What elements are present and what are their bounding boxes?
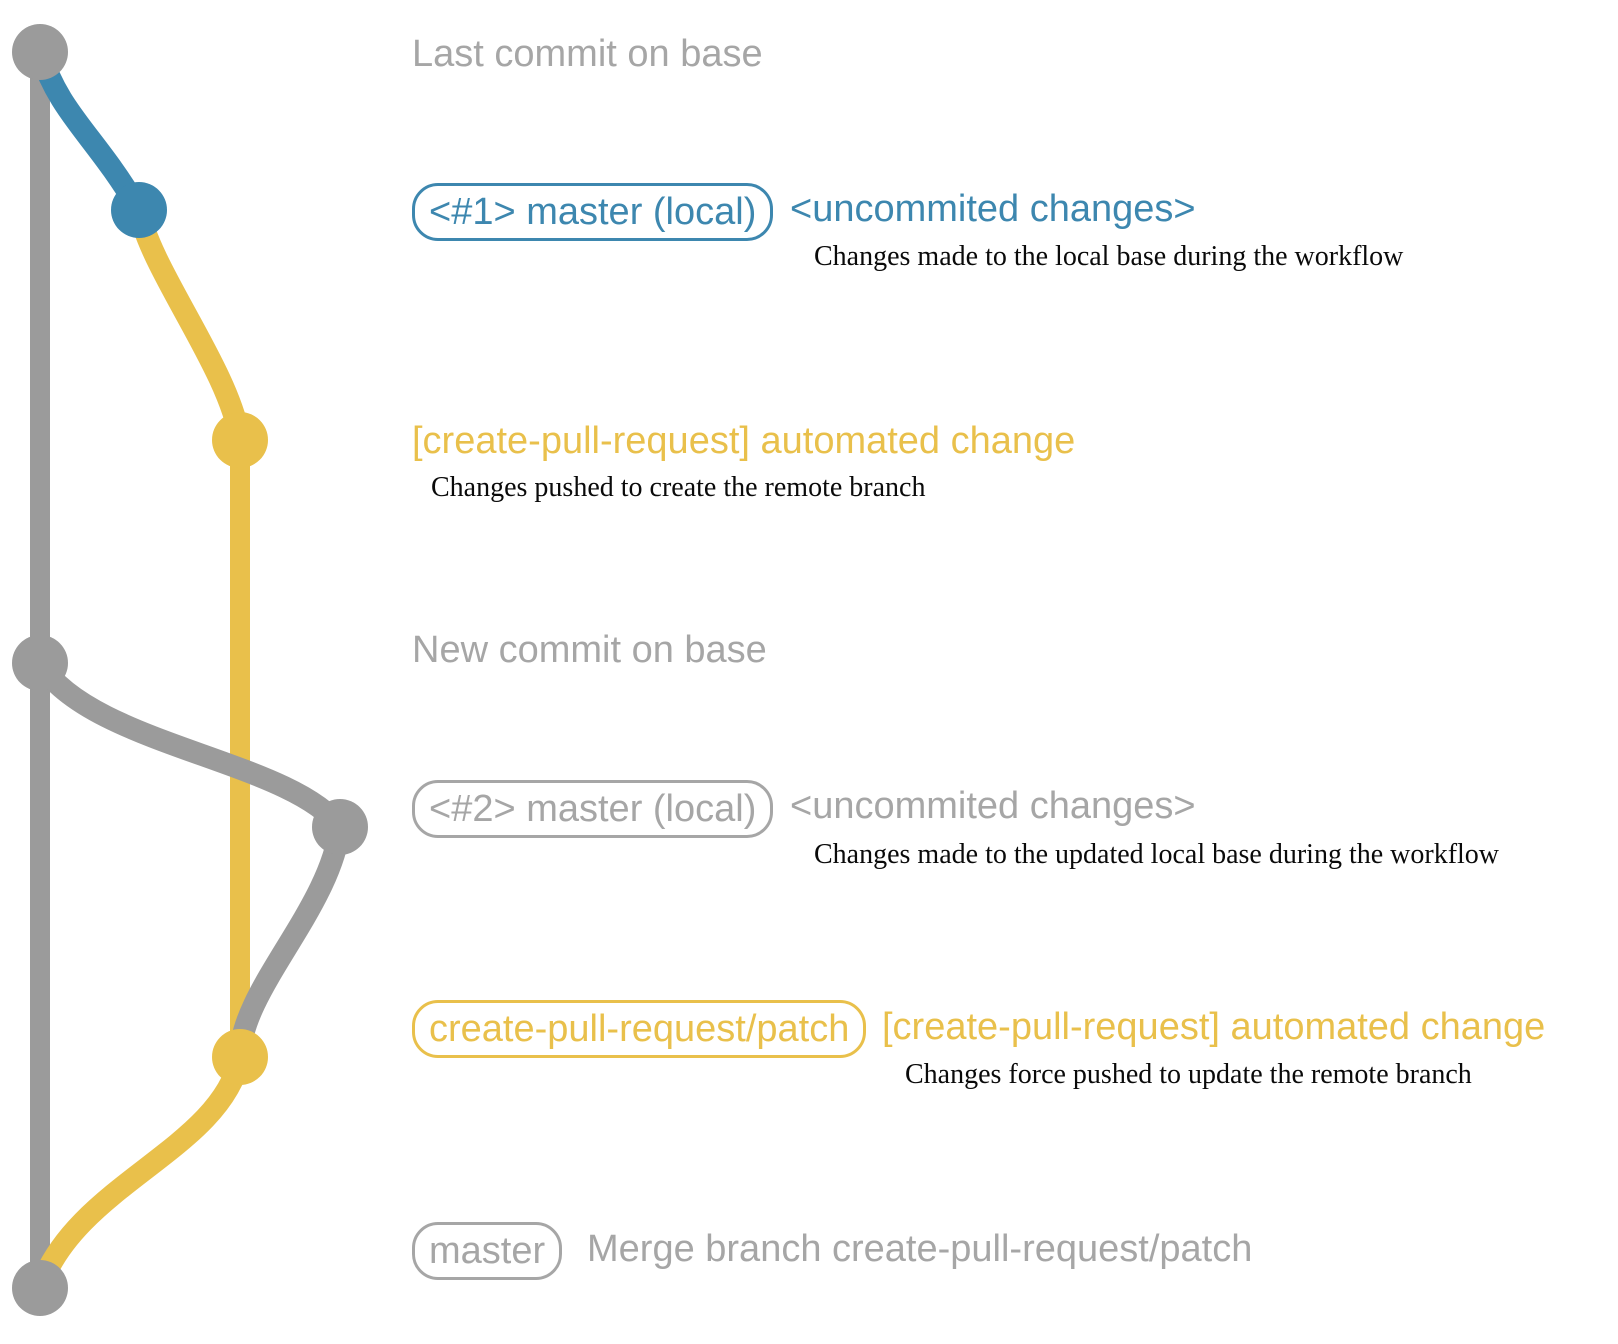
node-local-commit-2 <box>312 799 368 855</box>
edge-patch2-to-merge <box>29 1047 251 1299</box>
caption-new-commit-on-base: New commit on base <box>412 629 767 671</box>
desc-force-pushed-update: Changes force pushed to update the remot… <box>905 1059 1472 1090</box>
caption-merge-branch: Merge branch create-pull-request/patch <box>587 1228 1253 1270</box>
note-uncommited-changes-2: <uncommited changes> <box>790 785 1196 827</box>
node-new-commit-on-base <box>12 635 68 691</box>
node-patch-commit-2 <box>212 1029 268 1085</box>
node-last-commit-on-base <box>12 24 68 80</box>
edge-local1-to-patch1 <box>128 199 251 451</box>
commit-message-automated-change-2: [create-pull-request] automated change <box>882 1006 1546 1048</box>
desc-local-changes-2: Changes made to the updated local base d… <box>814 839 1500 870</box>
branch-label-master: master <box>412 1222 563 1280</box>
commit-message-automated-change-1: [create-pull-request] automated change <box>412 420 1076 462</box>
node-merge-commit <box>12 1260 68 1316</box>
edge-local2-to-patch2 <box>229 816 351 1068</box>
commit-graph <box>12 24 368 1316</box>
note-uncommited-changes-1: <uncommited changes> <box>790 188 1196 230</box>
node-local-commit-1 <box>111 182 167 238</box>
branch-label-create-pull-request-patch: create-pull-request/patch <box>412 1000 867 1058</box>
desc-pushed-to-create-branch: Changes pushed to create the remote bran… <box>431 472 926 503</box>
branch-label-master-local-1: <#1> master (local) <box>412 183 774 241</box>
node-patch-commit-1 <box>212 412 268 468</box>
branch-label-master-local-2: <#2> master (local) <box>412 780 774 838</box>
caption-last-commit-on-base: Last commit on base <box>412 33 763 75</box>
desc-local-changes-1: Changes made to the local base during th… <box>814 241 1404 272</box>
edge-base2-to-local2 <box>29 652 351 838</box>
